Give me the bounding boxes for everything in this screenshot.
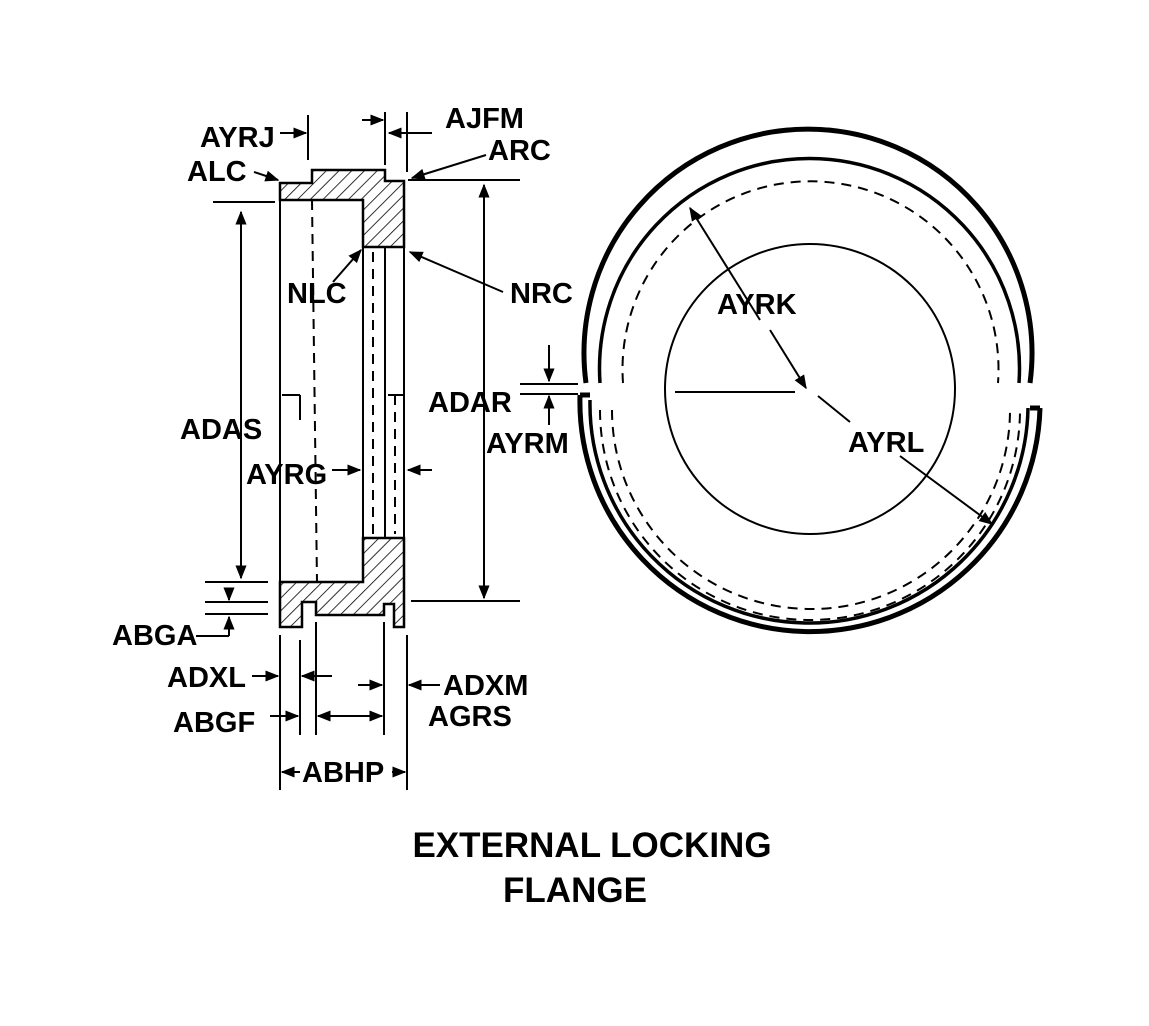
- label-abga: ABGA: [112, 620, 197, 652]
- outer-ring-lower: [577, 394, 1043, 635]
- label-adxl: ADXL: [167, 662, 246, 694]
- inner-bore-circle: [664, 243, 956, 535]
- outer-ring-upper: [581, 126, 1035, 384]
- label-agrs: AGRS: [428, 701, 512, 733]
- label-adar: ADAR: [428, 387, 512, 419]
- diagram-title: EXTERNAL LOCKING FLANGE: [412, 826, 771, 910]
- top-section: [278, 168, 406, 249]
- label-adas: ADAS: [180, 414, 262, 446]
- label-adxm: ADXM: [443, 670, 528, 702]
- dimension-labels: AYRJ AJFM ALC ARC NLC NRC ADAS ADAR AYRM…: [112, 103, 924, 789]
- label-ajfm: AJFM: [445, 103, 524, 135]
- label-nrc: NRC: [510, 278, 573, 310]
- label-ayrm: AYRM: [486, 428, 569, 460]
- title-line-2: FLANGE: [503, 871, 647, 910]
- side-section-view: [196, 112, 578, 790]
- label-ayrj: AYRJ: [200, 122, 275, 154]
- label-abgf: ABGF: [173, 707, 255, 739]
- label-alc: ALC: [187, 156, 247, 188]
- front-ring-view: [577, 126, 1043, 635]
- label-ayrg: AYRG: [246, 459, 327, 491]
- bottom-section: [278, 536, 406, 629]
- title-line-1: EXTERNAL LOCKING: [412, 826, 771, 865]
- label-arc: ARC: [488, 135, 551, 167]
- label-ayrl: AYRL: [848, 427, 924, 459]
- label-ayrk: AYRK: [717, 289, 797, 321]
- label-nlc: NLC: [287, 278, 347, 310]
- label-abhp: ABHP: [302, 757, 384, 789]
